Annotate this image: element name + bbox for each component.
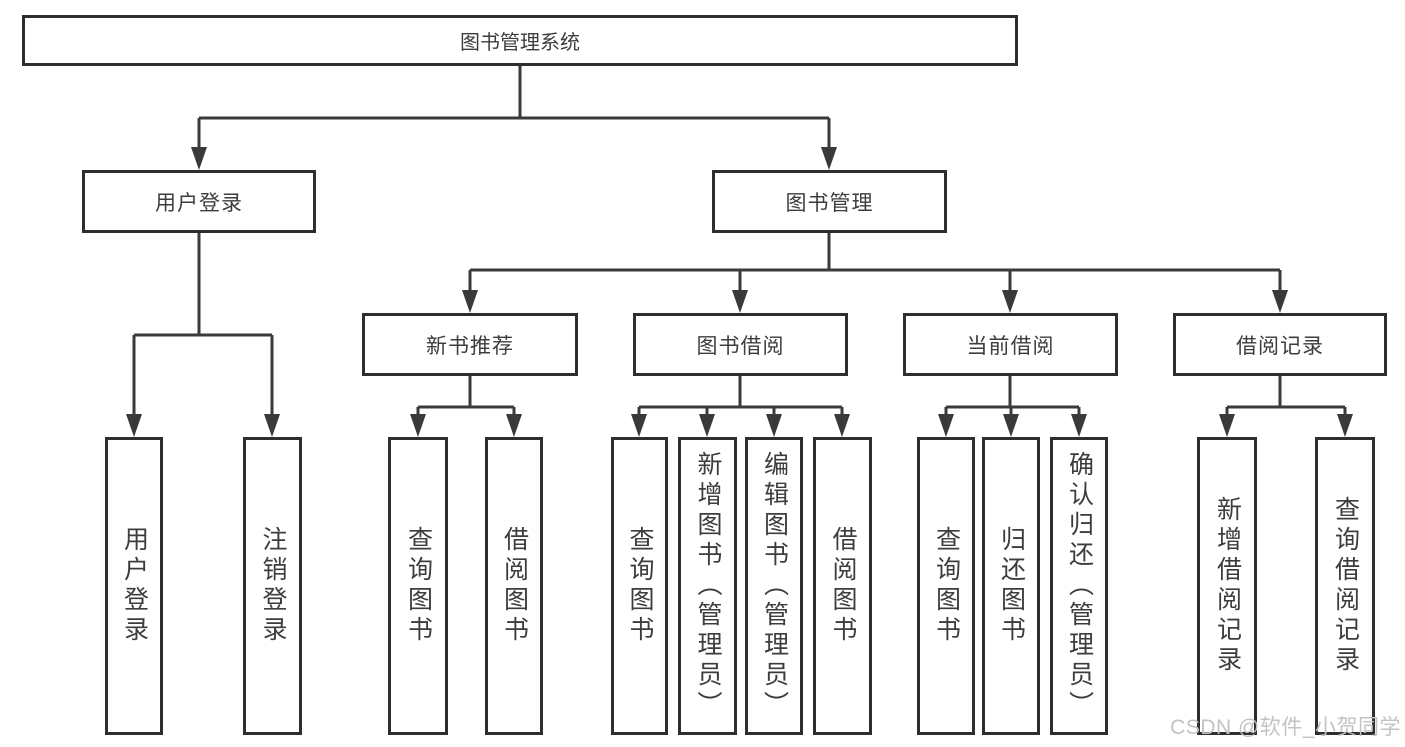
leaf-label: 借阅图书 [500, 526, 529, 646]
leaf-label: 编辑图书（管理员） [760, 451, 789, 721]
node-label: 图书管理 [785, 191, 874, 215]
leaf-label: 用户登录 [120, 526, 149, 646]
node-user-login: 用户登录 [82, 170, 316, 233]
leaf-label: 新增借阅记录 [1213, 496, 1242, 676]
leaf-query-borrowing-record: 查询借阅记录 [1315, 437, 1375, 735]
leaf-label: 查询图书 [932, 526, 961, 646]
node-book-borrowing: 图书借阅 [633, 313, 848, 376]
leaf-add-borrowing-record: 新增借阅记录 [1197, 437, 1257, 735]
node-borrowing-records: 借阅记录 [1173, 313, 1387, 376]
leaf-borrow-books-borrowing: 借阅图书 [813, 437, 872, 735]
leaf-label: 查询图书 [404, 526, 433, 646]
leaf-confirm-return-admin: 确认归还（管理员） [1050, 437, 1108, 735]
leaf-borrow-books-recommend: 借阅图书 [485, 437, 543, 735]
node-label: 用户登录 [155, 191, 243, 215]
leaf-add-book-admin: 新增图书（管理员） [678, 437, 737, 735]
leaf-query-books-borrowing: 查询图书 [611, 437, 668, 735]
leaf-query-books-current: 查询图书 [917, 437, 975, 735]
node-new-book-recommendation: 新书推荐 [362, 313, 578, 376]
leaf-label: 查询借阅记录 [1331, 496, 1360, 676]
leaf-label: 确认归还（管理员） [1065, 451, 1094, 721]
node-library-management-system: 图书管理系统 [22, 15, 1018, 66]
leaf-label: 注销登录 [259, 526, 287, 646]
node-label: 图书管理系统 [460, 32, 580, 54]
node-label: 借阅记录 [1236, 334, 1324, 358]
leaf-logout: 注销登录 [243, 437, 302, 735]
leaf-edit-book-admin: 编辑图书（管理员） [745, 437, 803, 735]
leaf-query-books-recommend: 查询图书 [388, 437, 448, 735]
leaf-label: 归还图书 [997, 526, 1026, 646]
node-label: 图书借阅 [696, 334, 785, 358]
leaf-user-login: 用户登录 [105, 437, 163, 735]
leaf-label: 查询图书 [626, 526, 654, 646]
node-book-management: 图书管理 [712, 170, 947, 233]
leaf-return-book: 归还图书 [982, 437, 1040, 735]
leaf-label: 新增图书（管理员） [694, 451, 722, 721]
node-current-borrowing: 当前借阅 [903, 313, 1118, 376]
node-label: 新书推荐 [426, 334, 514, 358]
leaf-label: 借阅图书 [829, 526, 857, 646]
node-label: 当前借阅 [966, 334, 1055, 358]
csdn-watermark: CSDN @软件_小贺同学 [1170, 716, 1401, 739]
